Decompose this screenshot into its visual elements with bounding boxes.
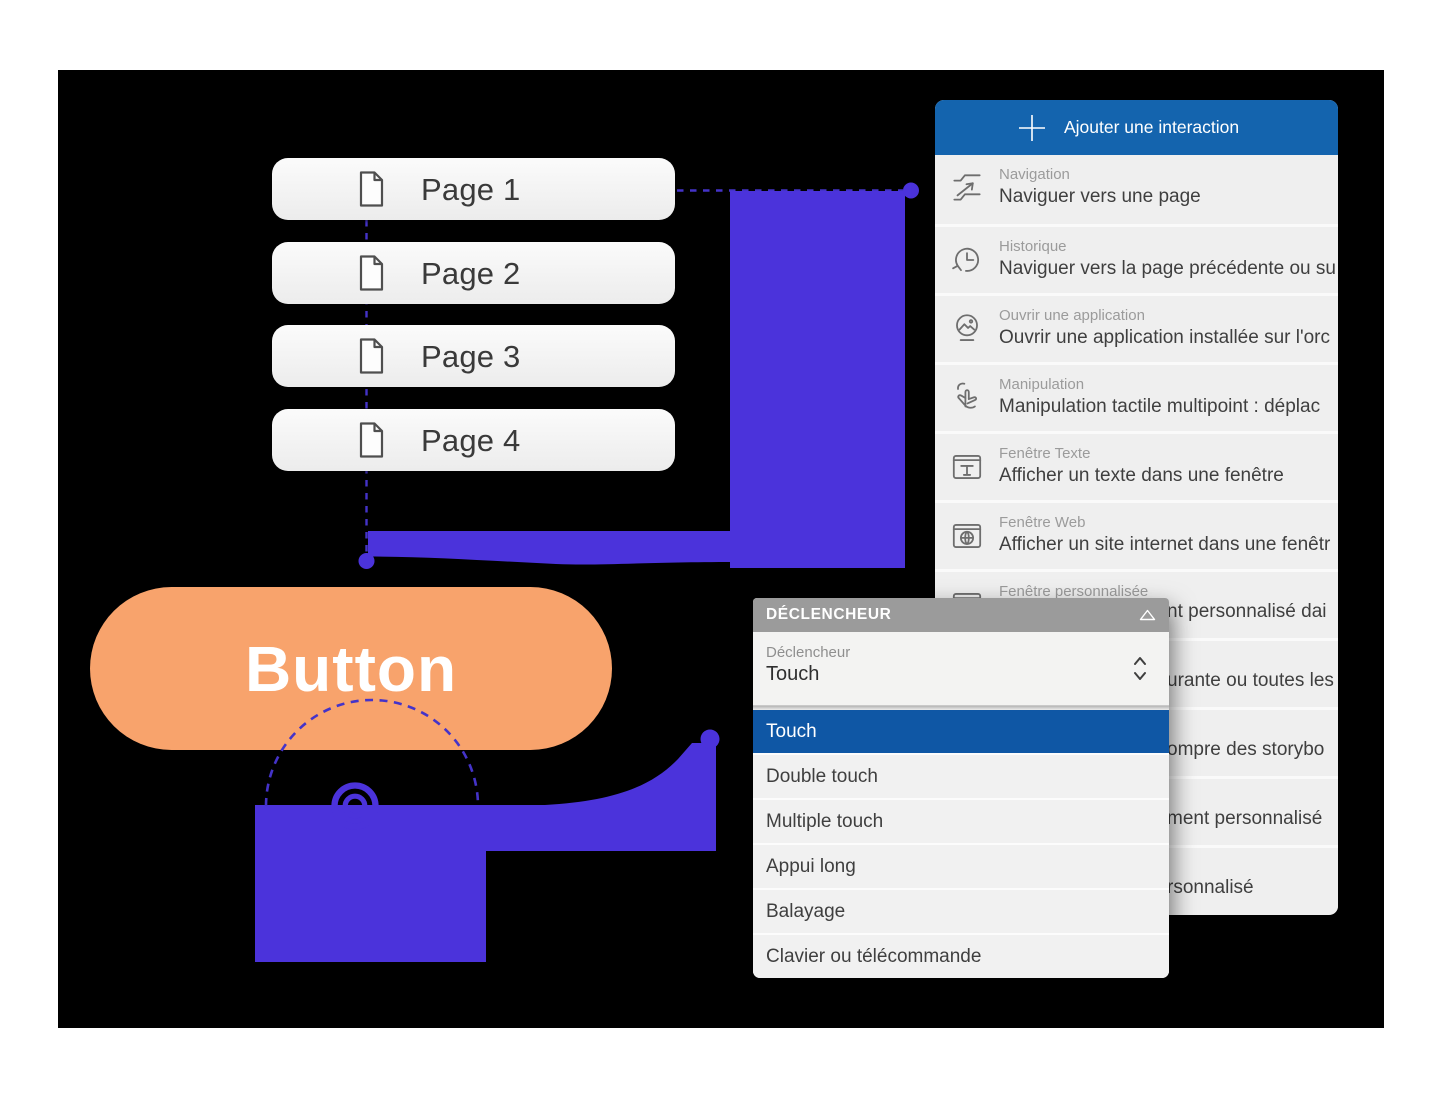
trigger-field-value: Touch [766, 663, 820, 685]
interaction-item-title: Historique [999, 238, 1067, 255]
page-button-2[interactable]: Page 2 [272, 242, 675, 304]
interaction-item-title: Navigation [999, 166, 1070, 183]
collapse-triangle-icon[interactable] [1139, 608, 1156, 622]
interaction-item-title: Ouvrir une application [999, 307, 1145, 324]
page-button-label: Page 4 [421, 423, 521, 458]
trigger-select-field[interactable]: Déclencheur Touch [753, 632, 1169, 706]
interaction-item-web-window[interactable]: Fenêtre Web Afficher un site internet da… [935, 500, 1338, 569]
open-application-icon [948, 310, 986, 348]
trigger-option-label: Touch [766, 720, 817, 742]
history-icon [948, 241, 986, 279]
interaction-item-text-window[interactable]: Fenêtre Texte Afficher un texte dans une… [935, 431, 1338, 500]
document-icon [356, 421, 386, 459]
page-button-label: Page 3 [421, 339, 521, 374]
list-item-description-fragment: nt personnalisé dai [1167, 601, 1327, 622]
interaction-item-open-app[interactable]: Ouvrir une application Ouvrir une applic… [935, 293, 1338, 362]
canvas-button-label: Button [244, 632, 458, 705]
interaction-item-history[interactable]: Historique Naviguer vers la page précéde… [935, 224, 1338, 293]
trigger-option-balayage[interactable]: Balayage [753, 888, 1169, 933]
interaction-item-title: Fenêtre Web [999, 514, 1086, 531]
interaction-item-title: Manipulation [999, 376, 1085, 393]
list-item-description-fragment: ompre des storybo [1167, 739, 1325, 760]
trigger-panel-header[interactable]: DÉCLENCHEUR [753, 598, 1169, 632]
page-button-3[interactable]: Page 3 [272, 325, 675, 387]
trigger-option-touch[interactable]: Touch [753, 710, 1169, 753]
stepper-chevrons-icon[interactable] [1133, 655, 1147, 682]
interaction-item-description: Ouvrir une application installée sur l'o… [999, 327, 1331, 348]
add-interaction-label: Ajouter une interaction [1064, 117, 1240, 137]
list-item-description-fragment: urante ou toutes les [1167, 670, 1334, 691]
navigation-icon [948, 169, 986, 207]
trigger-panel: DÉCLENCHEUR Déclencheur Touch Touch Doub… [753, 598, 1169, 978]
add-interaction-button[interactable]: Ajouter une interaction [935, 100, 1338, 155]
trigger-option-multiple-touch[interactable]: Multiple touch [753, 798, 1169, 843]
plus-icon [1017, 113, 1047, 143]
interaction-item-title: Fenêtre personnalisée [999, 583, 1149, 600]
trigger-option-label: Clavier ou télécommande [766, 945, 982, 967]
trigger-option-label: Multiple touch [766, 810, 884, 832]
document-icon [356, 337, 386, 375]
page-button-4[interactable]: Page 4 [272, 409, 675, 471]
page-button-label: Page 1 [421, 172, 521, 207]
document-icon [356, 254, 386, 292]
web-window-icon [948, 517, 986, 555]
trigger-panel-title: DÉCLENCHEUR [766, 606, 892, 623]
interaction-item-manipulation[interactable]: Manipulation Manipulation tactile multip… [935, 362, 1338, 431]
page-button-label: Page 2 [421, 256, 521, 291]
canvas-button[interactable]: Button [90, 587, 612, 750]
trigger-option-label: Appui long [766, 855, 856, 877]
manipulation-hand-icon [948, 379, 986, 417]
interaction-item-description: Naviguer vers la page précédente ou su [999, 258, 1336, 279]
trigger-option-label: Double touch [766, 765, 878, 787]
trigger-option-appui-long[interactable]: Appui long [753, 843, 1169, 888]
trigger-options-list: Touch Double touch Multiple touch Appui … [753, 710, 1169, 978]
trigger-option-double-touch[interactable]: Double touch [753, 753, 1169, 798]
list-item-description-fragment: rsonnalisé [1167, 877, 1254, 898]
trigger-field-label: Déclencheur [766, 644, 851, 661]
document-icon [356, 170, 386, 208]
interaction-item-description: Afficher un site internet dans une fenêt… [999, 534, 1331, 555]
page-button-1[interactable]: Page 1 [272, 158, 675, 220]
trigger-option-clavier[interactable]: Clavier ou télécommande [753, 933, 1169, 978]
list-item-description-fragment: ment personnalisé [1167, 808, 1323, 829]
interaction-item-description: Manipulation tactile multipoint : déplac [999, 396, 1321, 417]
trigger-option-label: Balayage [766, 900, 846, 922]
field-shadow-divider [753, 706, 1169, 710]
text-window-icon [948, 448, 986, 486]
interaction-item-title: Fenêtre Texte [999, 445, 1091, 462]
interaction-item-description: Naviguer vers une page [999, 186, 1201, 207]
interaction-item-navigation[interactable]: Navigation Naviguer vers une page [935, 155, 1338, 224]
interaction-item-description: Afficher un texte dans une fenêtre [999, 465, 1284, 486]
